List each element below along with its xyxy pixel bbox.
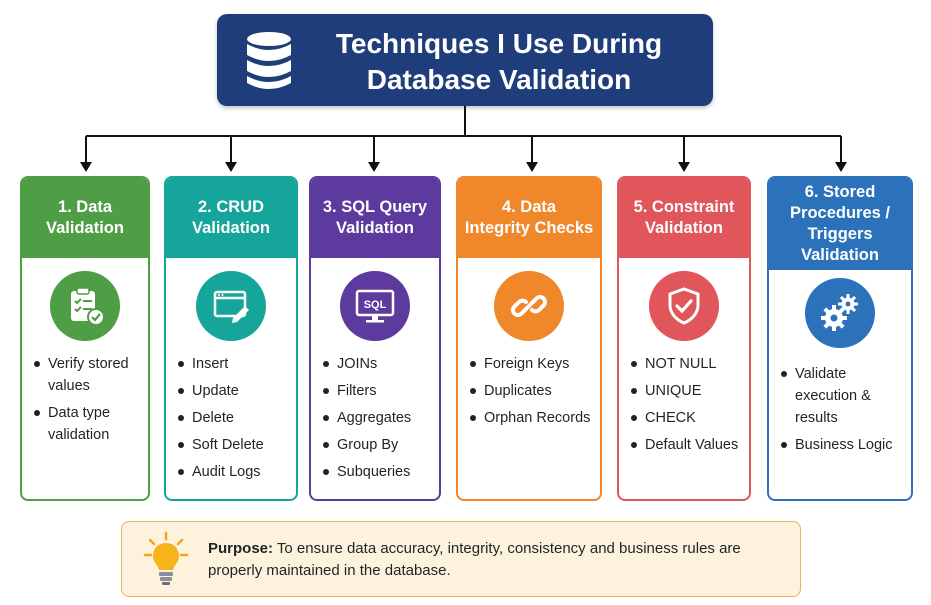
card-constraint-validation: 5. Constraint Validation NOT NULL UNIQUE… bbox=[617, 176, 751, 501]
card-list: Insert Update Delete Soft Delete Audit L… bbox=[176, 353, 290, 488]
list-item: Default Values bbox=[629, 434, 743, 456]
list-item: Foreign Keys bbox=[468, 353, 594, 375]
card-header-line: Validation bbox=[801, 246, 879, 264]
card-header-line: Validation bbox=[46, 219, 124, 237]
title-banner: Techniques I Use During Database Validat… bbox=[217, 14, 713, 106]
card-header-line: 4. Data bbox=[501, 198, 557, 216]
sql-monitor-icon: SQL bbox=[340, 271, 410, 341]
list-item: Delete bbox=[176, 407, 290, 429]
database-icon bbox=[247, 32, 291, 89]
card-header-line: 3. SQL Query bbox=[322, 198, 428, 216]
card-header-line: 2. CRUD bbox=[197, 198, 264, 216]
card-header: 5. Constraint Validation bbox=[619, 178, 749, 258]
list-item: Filters bbox=[321, 380, 433, 402]
card-header-line: 1. Data bbox=[57, 198, 113, 216]
card-list: Verify stored values Data type validatio… bbox=[32, 353, 142, 451]
card-header-line: Validation bbox=[192, 219, 270, 237]
card-header-line: 6. Stored bbox=[804, 183, 876, 201]
purpose-box: Purpose: To ensure data accuracy, integr… bbox=[121, 521, 801, 597]
card-header-line: Validation bbox=[645, 219, 723, 237]
list-item: Insert bbox=[176, 353, 290, 375]
card-header: 6. Stored Procedures / Triggers Validati… bbox=[769, 178, 911, 270]
card-header-line: Triggers bbox=[807, 225, 873, 243]
purpose-text: Purpose: To ensure data accuracy, integr… bbox=[208, 538, 784, 582]
list-item: Orphan Records bbox=[468, 407, 594, 429]
purpose-label: Purpose: bbox=[208, 540, 274, 557]
list-item: Business Logic bbox=[779, 434, 905, 456]
chain-link-icon bbox=[494, 271, 564, 341]
list-item: NOT NULL bbox=[629, 353, 743, 375]
card-stored-procedures-triggers-validation: 6. Stored Procedures / Triggers Validati… bbox=[767, 176, 913, 501]
card-crud-validation: 2. CRUD Validation Insert Update Delete … bbox=[164, 176, 298, 501]
title-line-1: Techniques I Use During bbox=[335, 28, 663, 59]
card-list: NOT NULL UNIQUE CHECK Default Values bbox=[629, 353, 743, 461]
card-sql-query-validation: 3. SQL Query Validation SQL JOINs Filter… bbox=[309, 176, 441, 501]
list-item: Data type validation bbox=[32, 402, 142, 446]
clipboard-check-icon bbox=[50, 271, 120, 341]
lightbulb-icon bbox=[143, 531, 189, 585]
list-item: CHECK bbox=[629, 407, 743, 429]
list-item: UNIQUE bbox=[629, 380, 743, 402]
purpose-description: To ensure data accuracy, integrity, cons… bbox=[208, 540, 741, 579]
card-header-line: Procedures / bbox=[790, 204, 890, 222]
list-item: Verify stored values bbox=[32, 353, 142, 397]
list-item: Subqueries bbox=[321, 461, 433, 483]
gears-icon bbox=[805, 278, 875, 348]
card-data-integrity-checks: 4. Data Integrity Checks Foreign Keys Du… bbox=[456, 176, 602, 501]
list-item: JOINs bbox=[321, 353, 433, 375]
list-item: Soft Delete bbox=[176, 434, 290, 456]
card-header: 2. CRUD Validation bbox=[166, 178, 296, 258]
title-line-2: Database Validation bbox=[366, 64, 632, 95]
shield-check-icon bbox=[649, 271, 719, 341]
card-list: Validate execution & results Business Lo… bbox=[779, 363, 905, 461]
list-item: Audit Logs bbox=[176, 461, 290, 483]
list-item: Aggregates bbox=[321, 407, 433, 429]
sql-icon-label: SQL bbox=[364, 299, 387, 311]
card-list: Foreign Keys Duplicates Orphan Records bbox=[468, 353, 594, 434]
card-header: 1. Data Validation bbox=[22, 178, 148, 258]
card-header-line: Integrity Checks bbox=[464, 219, 594, 237]
page-title: Techniques I Use During Database Validat… bbox=[303, 26, 695, 98]
list-item: Update bbox=[176, 380, 290, 402]
list-item: Validate execution & results bbox=[779, 363, 905, 429]
card-list: JOINs Filters Aggregates Group By Subque… bbox=[321, 353, 433, 488]
card-header: 3. SQL Query Validation bbox=[311, 178, 439, 258]
connector-lines bbox=[80, 106, 847, 172]
card-data-validation: 1. Data Validation Verify stored values … bbox=[20, 176, 150, 501]
card-header-line: Validation bbox=[336, 219, 414, 237]
list-item: Group By bbox=[321, 434, 433, 456]
card-header: 4. Data Integrity Checks bbox=[458, 178, 600, 258]
browser-edit-icon bbox=[196, 271, 266, 341]
list-item: Duplicates bbox=[468, 380, 594, 402]
card-header-line: 5. Constraint bbox=[633, 198, 735, 216]
